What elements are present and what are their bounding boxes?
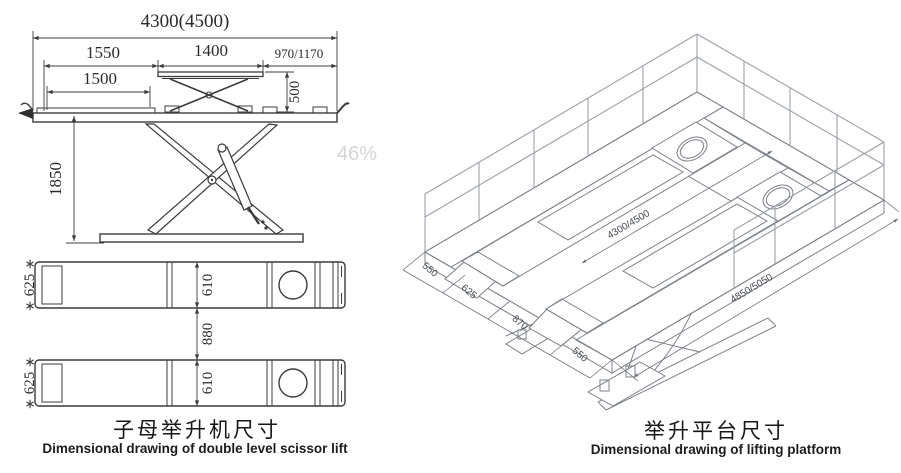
turntable-top xyxy=(278,270,308,300)
main-scissor-mechanism xyxy=(99,123,304,243)
dim-sub-platform-outer: 1550 xyxy=(86,43,120,62)
dim-overall-length: 4300(4500) xyxy=(141,11,230,32)
lifting-platform-isometric: 550 625 870 550 4300/4500 4850/5050 xyxy=(402,33,900,411)
dim-tail-length: 970/1170 xyxy=(275,46,324,61)
left-hook xyxy=(20,102,34,112)
platform-deck xyxy=(424,91,885,361)
left-caption-zh: 子母举升机尺寸 xyxy=(113,418,281,442)
dim-runway-top-inner-width: 610 xyxy=(200,274,216,297)
dim-runway-bottom-width: 625 xyxy=(22,372,38,395)
dim-runway-top-width: 625 xyxy=(22,274,38,297)
scissor-lift-plan-view: 625 625 610 880 610 xyxy=(22,259,346,409)
upper-scissor-table xyxy=(157,71,264,113)
right-caption-en: Dimensional drawing of lifting platform xyxy=(591,442,842,457)
left-wheel-stop xyxy=(18,108,33,119)
runway-top xyxy=(34,261,346,309)
main-platform xyxy=(18,102,350,123)
base-frame xyxy=(99,233,304,243)
dim-upper-table-length: 1400 xyxy=(194,41,228,60)
runway-bottom xyxy=(34,359,346,407)
watermark: 46% xyxy=(337,143,377,165)
dim-runway-gap: 880 xyxy=(200,323,216,346)
dim-upper-lift-height: 500 xyxy=(287,81,303,104)
right-caption-zh: 举升平台尺寸 xyxy=(644,419,788,443)
turntable-bottom xyxy=(278,368,308,398)
dim-runway-bottom-inner-width: 610 xyxy=(200,372,216,395)
dim-max-lift-height: 1850 xyxy=(46,162,65,196)
dim-sub-platform-inner: 1500 xyxy=(83,69,117,88)
left-caption-en: Dimensional drawing of double level scis… xyxy=(42,441,348,456)
right-wheel-stop xyxy=(336,102,350,114)
scissor-lift-side-view: 4300(4500) 1550 1400 970/1170 1500 500 xyxy=(18,11,350,244)
